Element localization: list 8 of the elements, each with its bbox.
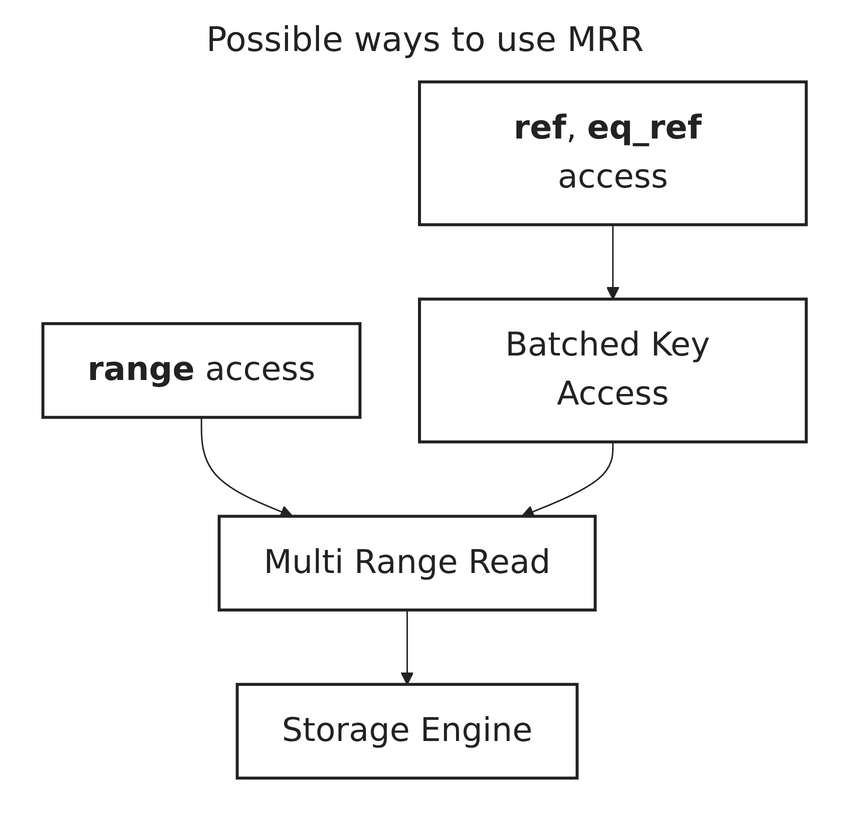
node-box: Multi Range Read [218,514,598,612]
arrow [606,224,620,300]
diagram-title: Possible ways to use MRR [205,20,645,60]
node-box: Batched Key Access [418,298,808,444]
arrow [401,610,414,685]
node-box: Storage Engine [236,682,579,780]
node-box: range access [42,322,362,419]
node-box: ref, eq_ref access [418,80,808,226]
